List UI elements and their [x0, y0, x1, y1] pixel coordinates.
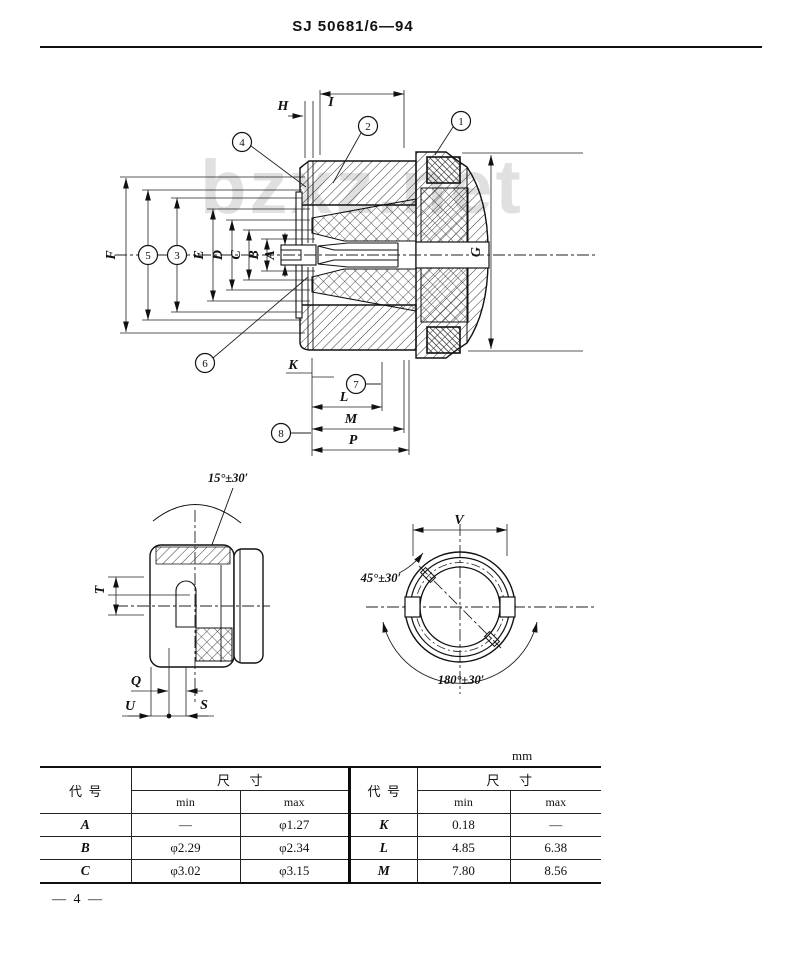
callout-6: 6	[194, 352, 216, 374]
callout-8: 8	[270, 422, 292, 444]
row-code: A	[40, 813, 132, 837]
row-max: —	[510, 813, 602, 837]
end-angle-180-label: 180°±30′	[438, 673, 485, 687]
table-row: C φ3.02 φ3.15	[40, 859, 349, 883]
row-min: —	[131, 813, 241, 837]
col-header-min: min	[131, 790, 241, 814]
dimension-table-left: 代 号 尺 寸 min max A — φ1.27 B φ2.29 φ2.34	[40, 766, 349, 884]
row-code: M	[351, 859, 418, 883]
row-max: φ3.15	[240, 859, 349, 883]
end-view-labels: V 45°±30′ 180°±30′	[360, 513, 485, 687]
part-callouts: 1 2 4 5 3 6 7	[137, 110, 472, 444]
col-header-max: max	[510, 790, 602, 814]
engineering-drawing: bzxz.net	[93, 90, 596, 719]
svg-text:4: 4	[239, 137, 245, 149]
dim-label-l: L	[339, 390, 349, 405]
col-header-size: 尺 寸	[486, 772, 533, 788]
row-min: 7.80	[417, 859, 511, 883]
dim-label-m: M	[344, 412, 358, 427]
end-view	[366, 524, 596, 694]
row-code: K	[351, 813, 418, 837]
header-rule	[40, 46, 762, 48]
table-row: M 7.80 8.56	[351, 859, 602, 883]
row-max: φ2.34	[240, 836, 349, 860]
row-max: φ1.27	[240, 813, 349, 837]
row-code: B	[40, 836, 132, 860]
side-angle-label: 15°±30′	[208, 471, 248, 485]
svg-text:1: 1	[458, 116, 464, 128]
dim-label-s: S	[200, 698, 208, 713]
callout-3: 3	[166, 244, 188, 266]
dim-label-t: T	[93, 584, 108, 594]
svg-text:7: 7	[353, 379, 359, 391]
row-max: 6.38	[510, 836, 602, 860]
svg-text:3: 3	[174, 250, 180, 262]
col-header-size: 尺 寸	[217, 772, 263, 788]
page-number: — 4 —	[52, 892, 104, 907]
callout-4: 4	[231, 131, 253, 153]
callout-1: 1	[450, 110, 472, 132]
end-angle-45-label: 45°±30′	[360, 571, 401, 585]
dim-label-a: A	[263, 250, 278, 260]
table-row: B φ2.29 φ2.34	[40, 836, 349, 860]
row-max: 8.56	[510, 859, 602, 883]
dim-label-e: E	[192, 250, 207, 260]
side-view	[108, 487, 270, 719]
svg-text:6: 6	[202, 358, 208, 370]
row-min: 0.18	[417, 813, 511, 837]
dimension-table: 代 号 尺 寸 min max A — φ1.27 B φ2.29 φ2.34	[40, 766, 602, 884]
dim-label-b: B	[247, 250, 262, 260]
header-title: SJ 50681/6—94	[292, 18, 414, 35]
dim-label-v: V	[454, 513, 465, 528]
row-code: C	[40, 859, 132, 883]
unit-label: mm	[512, 748, 533, 763]
svg-text:5: 5	[145, 250, 151, 262]
dim-label-f: F	[104, 250, 119, 261]
callout-2: 2	[357, 115, 379, 137]
svg-text:8: 8	[278, 428, 284, 440]
row-min: 4.85	[417, 836, 511, 860]
table-row: L 4.85 6.38	[351, 836, 602, 860]
callout-7: 7	[345, 373, 367, 395]
dimension-table-right: 代 号 尺 寸 min max K 0.18 — L 4.85 6.38	[351, 766, 602, 884]
dim-label-k: K	[287, 358, 299, 373]
table-row: A — φ1.27	[40, 813, 349, 837]
side-view-labels: 15°±30′ T Q U S	[93, 471, 248, 714]
dim-label-g: G	[469, 247, 484, 257]
dim-label-h: H	[277, 99, 290, 114]
dim-label-c: C	[229, 250, 244, 260]
dim-label-q: Q	[131, 674, 141, 689]
svg-text:2: 2	[365, 121, 371, 133]
callout-5: 5	[137, 244, 159, 266]
dim-label-d: D	[211, 250, 226, 261]
row-min: φ3.02	[131, 859, 241, 883]
dim-label-p: P	[349, 433, 358, 448]
row-min: φ2.29	[131, 836, 241, 860]
row-code: L	[351, 836, 418, 860]
table-divider	[348, 766, 352, 884]
main-dimension-labels: H I F E D C B A G K L M P	[104, 95, 484, 448]
col-header-max: max	[240, 790, 349, 814]
dim-label-i: I	[327, 95, 334, 110]
col-header-min: min	[417, 790, 511, 814]
col-header-code: 代 号	[40, 767, 132, 814]
col-header-code: 代 号	[351, 767, 418, 814]
table-row: K 0.18 —	[351, 813, 602, 837]
dim-label-u: U	[125, 699, 136, 714]
main-dimensions	[120, 90, 583, 456]
